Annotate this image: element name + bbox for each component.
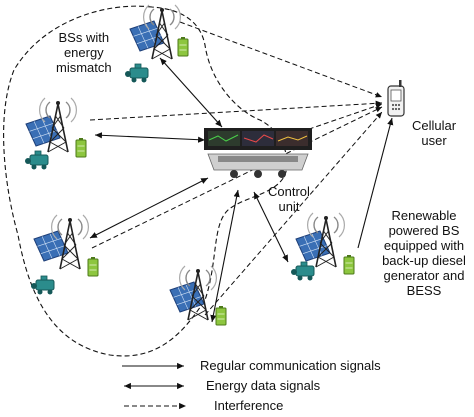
energy-data-arrows xyxy=(89,57,289,323)
energy-data-arrow xyxy=(253,191,289,263)
energy-data-arrow xyxy=(89,177,209,239)
regular-signal-arrow xyxy=(357,117,394,249)
base-station-mid-left xyxy=(25,97,87,158)
bs-mismatch-label: BSs with energy mismatch xyxy=(56,30,112,75)
control-unit-label: Control unit xyxy=(268,184,310,214)
generator-mid-left xyxy=(24,150,49,170)
energy-data-arrow xyxy=(94,132,206,143)
interference-arrow xyxy=(179,21,383,98)
control-unit-icon xyxy=(204,128,312,178)
legend-interference-label: Interference xyxy=(214,398,284,413)
bs-cluster-boundary xyxy=(3,5,288,357)
generator-right xyxy=(290,261,315,281)
base-station-low-left xyxy=(33,214,99,277)
energy-data-arrow xyxy=(159,57,223,128)
legend-lines xyxy=(122,362,186,410)
energy-data-arrow xyxy=(210,189,240,323)
generator-top xyxy=(124,63,149,83)
regular-signal-arrows xyxy=(357,117,394,249)
renewable-bs-label: Renewable powered BS equipped with back-… xyxy=(382,208,466,298)
legend-energy-label: Energy data signals xyxy=(206,378,321,393)
interference-arrow xyxy=(89,100,383,121)
cellular-user-label: Cellular user xyxy=(412,118,457,148)
interference-arrow xyxy=(91,106,383,249)
legend-regular-label: Regular communication signals xyxy=(200,358,381,373)
cellular-user-phone-icon xyxy=(387,80,405,117)
base-station-top xyxy=(129,4,189,60)
